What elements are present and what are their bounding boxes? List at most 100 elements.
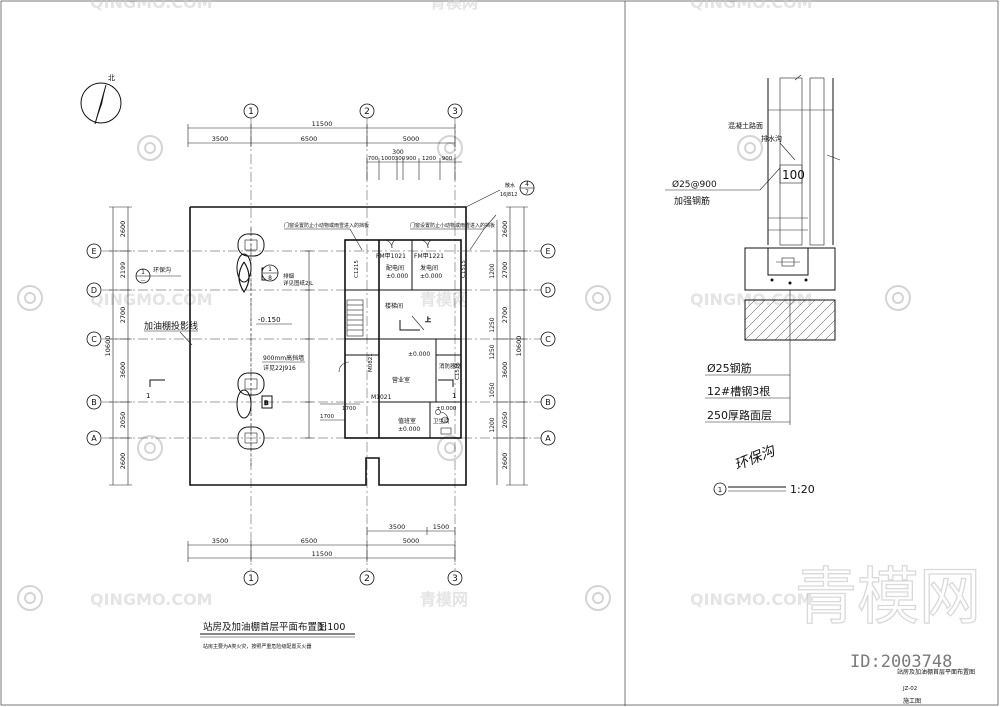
stair-icon: 上 [346, 299, 431, 337]
dimension-text: 2700 [501, 262, 509, 279]
svg-text:上: 上 [425, 316, 431, 324]
svg-text:1: 1 [141, 269, 145, 276]
level-marker: ±0.000 [436, 406, 457, 412]
dimension-text: 11500 [312, 120, 333, 128]
sheet-title: 站房及加油棚首层平面布置图 [897, 668, 975, 676]
svg-text:散水: 散水 [505, 182, 515, 189]
canopy-label: 加油棚投影线 [144, 320, 198, 332]
svg-text:1: 1 [146, 392, 150, 400]
dimension-text: 900 [406, 156, 417, 162]
dimension-text: 1500 [433, 523, 450, 531]
dimension-text: 1000 [381, 156, 395, 162]
dimension-text: 900 [442, 156, 453, 162]
svg-text:B: B [264, 400, 269, 407]
detail-number: 1 [718, 486, 722, 494]
svg-text:3: 3 [452, 107, 458, 117]
detail-callout-bubble: 1 8 [261, 264, 279, 282]
dimension-text: 1250 [489, 344, 496, 359]
door-note: 门窗设置防止小动物或雨雪进入的挡板 [410, 222, 495, 229]
section-mark: 1 1 [146, 379, 456, 400]
door-code: M0821 [368, 353, 374, 372]
door-note: 门窗设置防止小动物或雨雪进入的挡板 [284, 222, 369, 229]
svg-text:C: C [91, 335, 97, 344]
drawing-scale: 1:100 [318, 622, 345, 633]
station-building: 上 配电间 ±0.000 发电间 ±0.000 楼梯间 ±0.000 营业室 消… [338, 239, 467, 439]
detail-label: Ø25钢筋 [707, 361, 752, 375]
room-label: 卫生间 [433, 417, 450, 425]
svg-text:1: 1 [268, 266, 272, 273]
row-axis-bubble: C [86, 331, 102, 347]
pipe-note: 900mm高挡墙 [263, 354, 304, 362]
dimension-text: 5000 [403, 135, 420, 143]
level-marker: -0.150 [258, 316, 281, 324]
dimension-text: 2050 [501, 412, 509, 429]
watermark-text: 青模网 [420, 590, 468, 609]
sheet-title-block: 站房及加油棚首层平面布置图 JZ-02 施工图 [897, 668, 975, 705]
dimension-text: 300 [395, 156, 406, 162]
pipe-note: 详见22J916 [263, 364, 296, 372]
watermark-text: QINGMO.COM [90, 590, 213, 609]
dimension-text: 3600 [119, 362, 127, 379]
detail-label: 混凝土路面 [728, 121, 763, 130]
dimension-text: 3500 [212, 537, 229, 545]
room-label: 发电间 [420, 264, 438, 272]
window-code: C1515 [455, 362, 461, 380]
detail-label: 250厚路面层 [707, 409, 772, 422]
row-axis-bubble: E [540, 243, 556, 259]
svg-text:1: 1 [452, 392, 456, 400]
dimension-text: 10600 [104, 336, 112, 357]
detail-label: Ø25@900 [672, 179, 717, 190]
column-axis-bubble: 2 [359, 103, 375, 119]
svg-text:D: D [545, 286, 551, 295]
row-axis-bubble: B [540, 394, 556, 410]
svg-text:1700: 1700 [320, 414, 334, 420]
watermark-text: 青模网 [420, 290, 468, 309]
dimension-text: 1200 [489, 263, 496, 278]
north-label: 北 [108, 74, 115, 82]
dimension-text: 10600 [515, 336, 523, 357]
column-axis-bubble: 1 [243, 103, 259, 119]
watermark-id: ID:2003748 [850, 652, 952, 672]
sheet-number: JZ-02 [902, 686, 917, 692]
dimension-text: 3500 [212, 135, 229, 143]
bottom-dimension-chain: 3500 1500 3500 6500 5000 11500 [187, 523, 456, 562]
door-code: FM甲1221 [414, 253, 444, 260]
row-axis-bubble: D [540, 282, 556, 298]
dimension-text: 1250 [489, 317, 496, 332]
column-axis-bubble: 1 [243, 570, 259, 586]
column-axis-bubble: 2 [359, 570, 375, 586]
row-axis-lines [102, 250, 541, 439]
door-code: FM甲1021 [376, 253, 406, 260]
level-marker: ±0.000 [420, 273, 442, 280]
svg-text:—: — [141, 278, 146, 284]
drawing-note: 站房主要为A类火灾，按照严重危险级配置灭火器 [203, 643, 311, 650]
fuel-dispenser-icon: B B [236, 228, 273, 468]
dimension-text: 2700 [501, 307, 509, 324]
watermark-text: QINGMO.COM [690, 0, 813, 12]
svg-text:E: E [545, 247, 550, 256]
svg-text:3: 3 [452, 574, 458, 584]
window-code: C1515 [461, 260, 467, 278]
svg-text:1: 1 [248, 107, 254, 117]
room-label: 值班室 [398, 417, 416, 425]
dimension-text: 6500 [301, 537, 318, 545]
row-axis-bubble: C [540, 331, 556, 347]
svg-text:1700: 1700 [342, 406, 356, 412]
svg-text:B: B [91, 398, 97, 407]
pipe-note: 排烟 [283, 272, 295, 280]
row-axis-bubble: D [86, 282, 102, 298]
room-label: 消防器材 [439, 362, 462, 370]
svg-text:D: D [91, 286, 97, 295]
handwritten-note: 环保沟 [732, 442, 779, 473]
dimension-text: 3500 [389, 523, 406, 531]
dimension-text: 6500 [301, 135, 318, 143]
svg-text:7: 7 [525, 189, 529, 196]
level-marker: ±0.000 [398, 426, 420, 433]
drawing-title-block: 站房及加油棚首层平面布置图 1:100 站房主要为A类火灾，按照严重危险级配置灭… [200, 621, 355, 650]
dimension-text: 100 [782, 168, 805, 182]
pipe-note: 详见图纸2JL [283, 279, 314, 287]
row-axis-bubble: A [86, 430, 102, 446]
dimension-text: 2600 [501, 453, 509, 470]
dimension-text: 2600 [119, 453, 127, 470]
